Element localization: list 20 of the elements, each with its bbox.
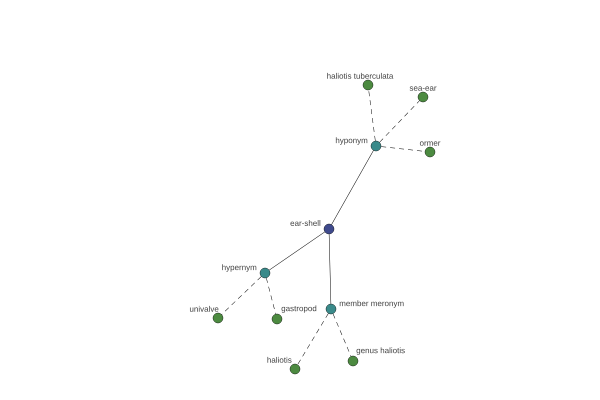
connector-line — [269, 232, 325, 270]
connector-line — [331, 150, 374, 225]
node-label: ear-shell — [290, 220, 320, 226]
node-label: member meronym — [340, 300, 404, 308]
node-label: haliotis — [267, 356, 292, 363]
connector-line — [368, 90, 376, 142]
connector-line — [379, 100, 420, 142]
connector-line — [297, 313, 329, 365]
node-label: univalve — [190, 306, 218, 312]
node-label: gastropod — [282, 305, 316, 313]
node-label: haliotis tuberculata — [327, 72, 394, 79]
connector-line — [222, 276, 262, 315]
node-label: hyponym — [336, 137, 368, 145]
connector-line — [328, 234, 332, 304]
connector-line — [332, 314, 352, 356]
node-label: genus haliotis — [356, 347, 405, 355]
node-label: hypernym — [222, 264, 256, 272]
connector-line — [266, 278, 276, 314]
node-label: sea-ear — [410, 86, 436, 91]
node-label: ormer — [420, 141, 440, 146]
